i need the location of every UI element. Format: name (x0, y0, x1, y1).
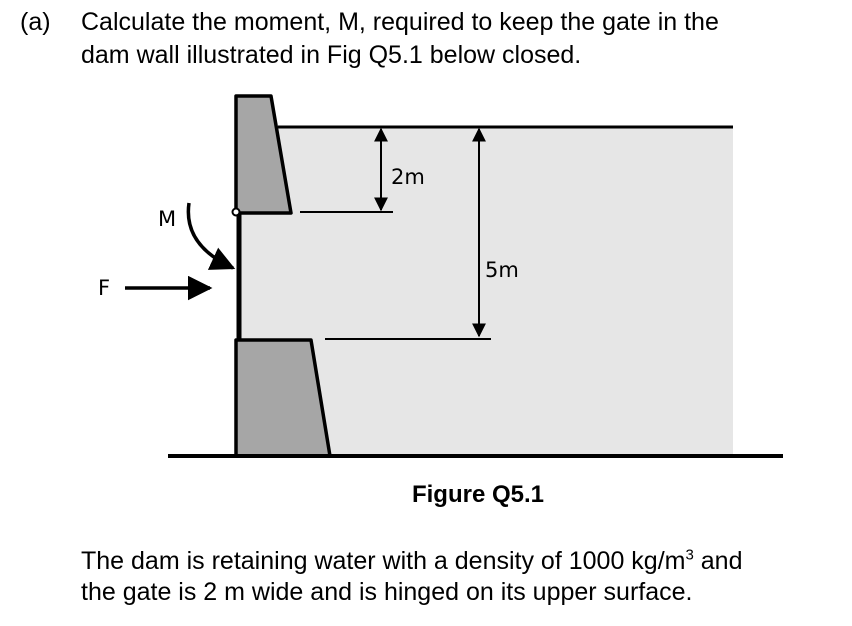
figure-caption-text: Figure Q5.1 (411, 481, 545, 508)
moment-arrow (186, 202, 236, 270)
footer-superscript: 3 (685, 546, 694, 564)
footer-text: The dam is retaining water with a densit… (81, 546, 841, 608)
question-line-2: dam wall illustrated in Fig Q5.1 below c… (81, 41, 582, 69)
footer-line-2: the gate is 2 m wide and is hinged on it… (81, 578, 693, 606)
dim-total-label: 5m (485, 258, 519, 282)
force-label: F (98, 276, 110, 300)
question-text: Calculate the moment, M, required to kee… (81, 6, 841, 72)
upper-dam-wall (234, 94, 293, 215)
footer-line-1a: The dam is retaining water with a densit… (81, 547, 686, 575)
question-line-1: Calculate the moment, M, required to kee… (81, 8, 719, 36)
dim-top-label: 2m (391, 165, 425, 189)
question-label: (a) (20, 8, 51, 36)
figure-caption: Figure Q5.1 (52, 481, 852, 509)
gate-hinge (231, 207, 241, 217)
footer-line-1b: and (693, 547, 743, 575)
footer-line-1: The dam is retaining water with a densit… (81, 546, 841, 577)
moment-label: M (158, 207, 176, 231)
